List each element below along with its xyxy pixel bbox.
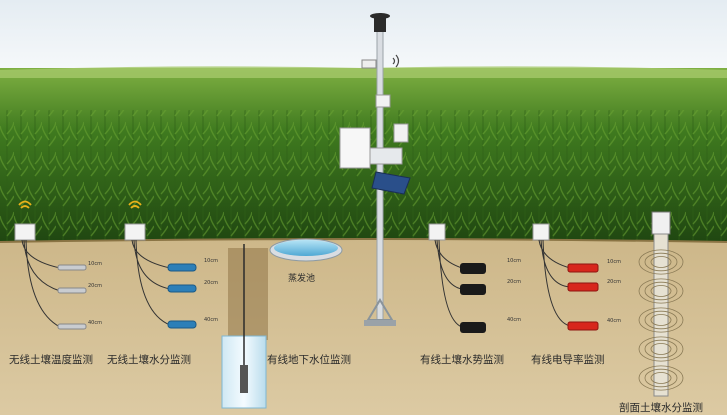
wind-sensor xyxy=(374,16,386,32)
probe-cables xyxy=(131,239,171,326)
moisture-probe xyxy=(167,263,197,272)
evaporation-pool xyxy=(269,238,343,262)
radiation-shield xyxy=(393,123,409,143)
label-conductivity: 有线电导率监测 xyxy=(531,354,605,366)
tension-probe xyxy=(460,284,486,295)
depth-label: 10cm xyxy=(88,261,102,267)
temp-probe xyxy=(57,287,87,294)
field-horizon xyxy=(0,66,727,78)
depth-label: 10cm xyxy=(204,258,218,264)
label-groundwater: 有线地下水位监测 xyxy=(267,354,351,366)
node-box xyxy=(532,223,550,241)
rain-gauge xyxy=(375,94,391,108)
label-profile: 剖面土壤水分监测 xyxy=(619,402,703,414)
depth-label: 10cm xyxy=(507,258,521,264)
depth-label: 20cm xyxy=(204,280,218,286)
sensing-ring xyxy=(650,285,672,297)
sensing-ring xyxy=(650,314,672,326)
profile-station xyxy=(638,211,684,397)
wifi-icon xyxy=(18,200,32,209)
sensing-ring xyxy=(644,252,678,272)
sensing-ring xyxy=(644,339,678,359)
temp-probe xyxy=(57,264,87,271)
temp-probe xyxy=(57,323,87,330)
solar-panel xyxy=(371,171,411,195)
soil xyxy=(0,239,727,415)
pool-water xyxy=(274,240,338,256)
profile-tube xyxy=(653,233,669,397)
conductivity-probe xyxy=(567,263,599,273)
tension-station xyxy=(428,223,486,333)
weather-station xyxy=(339,13,411,326)
sensing-ring xyxy=(650,343,672,355)
depth-label: 20cm xyxy=(607,279,621,285)
profile-head xyxy=(651,211,671,235)
logger-cabinet xyxy=(339,127,371,169)
depth-label: 10cm xyxy=(607,259,621,265)
wireless-moisture-station xyxy=(124,200,197,329)
sensing-rings xyxy=(638,249,684,391)
sensing-ring xyxy=(638,307,684,333)
node-box xyxy=(14,223,36,241)
tension-probe xyxy=(460,322,486,333)
sensing-ring xyxy=(638,336,684,362)
label-evaporation: 蒸发池 xyxy=(288,274,316,284)
conductivity-station xyxy=(532,223,599,331)
label-wireless-moisture: 无线土壤水分监测 xyxy=(107,354,191,366)
probe-cables xyxy=(434,239,463,328)
ground-line xyxy=(0,238,727,243)
wifi-icon xyxy=(128,200,142,209)
conductivity-probe xyxy=(567,282,599,292)
sensing-ring xyxy=(644,281,678,301)
moisture-probe xyxy=(167,320,197,329)
sensing-ring xyxy=(650,372,672,384)
sensing-ring xyxy=(638,365,684,391)
sensing-ring xyxy=(638,278,684,304)
sensing-ring xyxy=(644,310,678,330)
signal-icon xyxy=(392,54,400,68)
wireless-temp-station xyxy=(14,200,87,330)
depth-label: 20cm xyxy=(88,283,102,289)
tension-probe xyxy=(460,263,486,274)
node-box xyxy=(124,223,146,241)
level-sensor xyxy=(240,365,248,393)
wind-sensor-cap xyxy=(370,13,390,19)
sensing-ring xyxy=(650,256,672,268)
probe-cables xyxy=(538,239,571,327)
camera xyxy=(361,59,377,69)
probe-cables xyxy=(21,239,61,328)
depth-label: 40cm xyxy=(204,317,218,323)
borehole-soil xyxy=(228,248,268,340)
label-tension: 有线土壤水势监测 xyxy=(420,354,504,366)
base-plate xyxy=(364,320,396,326)
depth-label: 40cm xyxy=(607,318,621,324)
label-wireless-temp: 无线土壤温度监测 xyxy=(9,354,93,366)
node-box xyxy=(428,223,446,241)
sensing-ring xyxy=(638,249,684,275)
depth-label: 40cm xyxy=(507,317,521,323)
moisture-probe xyxy=(167,284,197,293)
depth-label: 40cm xyxy=(88,320,102,326)
sensing-ring xyxy=(644,368,678,388)
depth-label: 20cm xyxy=(507,279,521,285)
logger-box xyxy=(369,147,403,165)
conductivity-probe xyxy=(567,321,599,331)
groundwater-well xyxy=(221,244,268,409)
